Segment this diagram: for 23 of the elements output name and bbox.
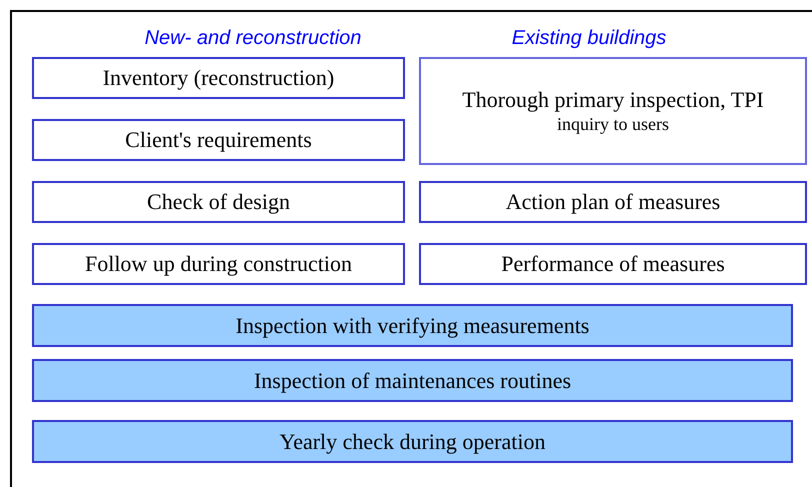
step-box	[419, 181, 807, 223]
step-text: Follow up during construction	[84, 251, 352, 277]
step-box	[419, 57, 807, 165]
column-heading: New- and reconstruction	[144, 26, 362, 51]
column-heading: Existing buildings	[510, 26, 668, 51]
step-text: Thorough primary inspection, TPI	[462, 87, 764, 113]
step-text: Action plan of measures	[506, 189, 720, 215]
step-text: Inventory (reconstruction)	[102, 65, 334, 91]
inspection-band	[32, 359, 793, 402]
step-text: Check of design	[147, 189, 290, 215]
step-box	[419, 243, 807, 285]
step-box	[32, 119, 405, 161]
step-text: Client's requirements	[125, 127, 312, 153]
step-box	[32, 57, 405, 99]
step-box	[32, 181, 405, 223]
step-text: Inspection of maintenances routines	[254, 368, 572, 394]
step-subtext: inquiry to users	[557, 113, 669, 135]
step-text: Inspection with verifying measurements	[236, 312, 590, 338]
step-text: Performance of measures	[501, 251, 725, 277]
step-text: Yearly check during operation	[280, 428, 546, 454]
step-box	[32, 243, 405, 285]
inspection-band	[32, 420, 793, 463]
inspection-band	[32, 304, 793, 347]
